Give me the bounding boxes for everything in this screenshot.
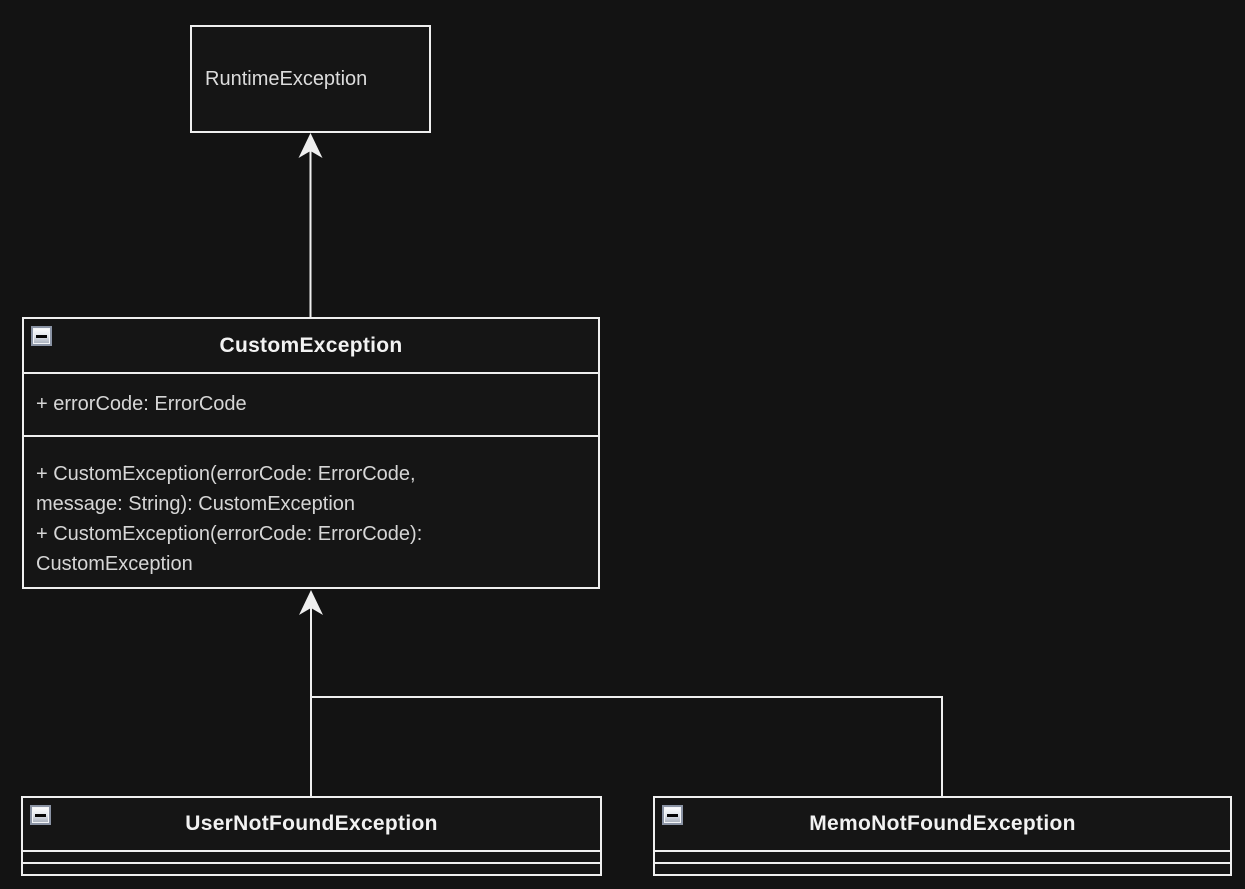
methods-compartment-empty xyxy=(655,862,1230,874)
method-line: + CustomException(errorCode: ErrorCode): xyxy=(36,523,423,545)
attribute-error-code: + errorCode: ErrorCode xyxy=(36,393,247,415)
class-header: MemoNotFoundException xyxy=(655,798,1230,850)
collapse-button[interactable] xyxy=(30,805,51,825)
class-box-custom-exception[interactable]: CustomException + errorCode: ErrorCode +… xyxy=(22,317,600,589)
class-box-memo-not-found-exception[interactable]: MemoNotFoundException xyxy=(653,796,1232,876)
minus-icon xyxy=(667,813,678,817)
method-line: + CustomException(errorCode: ErrorCode, xyxy=(36,463,416,485)
class-box-user-not-found-exception[interactable]: UserNotFoundException xyxy=(21,796,602,876)
minus-icon xyxy=(35,813,46,817)
method-line: CustomException xyxy=(36,553,193,575)
class-header: UserNotFoundException xyxy=(23,798,600,850)
attributes-compartment-empty xyxy=(23,850,600,862)
class-name-user-not-found-exception: UserNotFoundException xyxy=(185,812,438,835)
connector-children-to-custom xyxy=(299,590,943,797)
class-name-memo-not-found-exception: MemoNotFoundException xyxy=(809,812,1076,835)
attributes-compartment-empty xyxy=(655,850,1230,862)
methods-compartment: + CustomException(errorCode: ErrorCode, … xyxy=(24,435,598,587)
method-line: message: String): CustomException xyxy=(36,493,356,515)
class-name-custom-exception: CustomException xyxy=(219,333,403,357)
inheritance-arrowhead xyxy=(298,133,323,158)
connector-custom-to-runtime xyxy=(298,133,323,318)
class-box-runtime-exception[interactable]: RuntimeException xyxy=(190,25,431,133)
methods-compartment-empty xyxy=(23,862,600,874)
collapse-button[interactable] xyxy=(662,805,683,825)
class-header: CustomException xyxy=(24,319,598,372)
class-name-runtime-exception: RuntimeException xyxy=(205,67,368,90)
collapse-button[interactable] xyxy=(31,326,52,346)
inheritance-arrowhead xyxy=(299,590,323,615)
minus-icon xyxy=(36,334,47,338)
attributes-compartment: + errorCode: ErrorCode xyxy=(24,372,598,435)
